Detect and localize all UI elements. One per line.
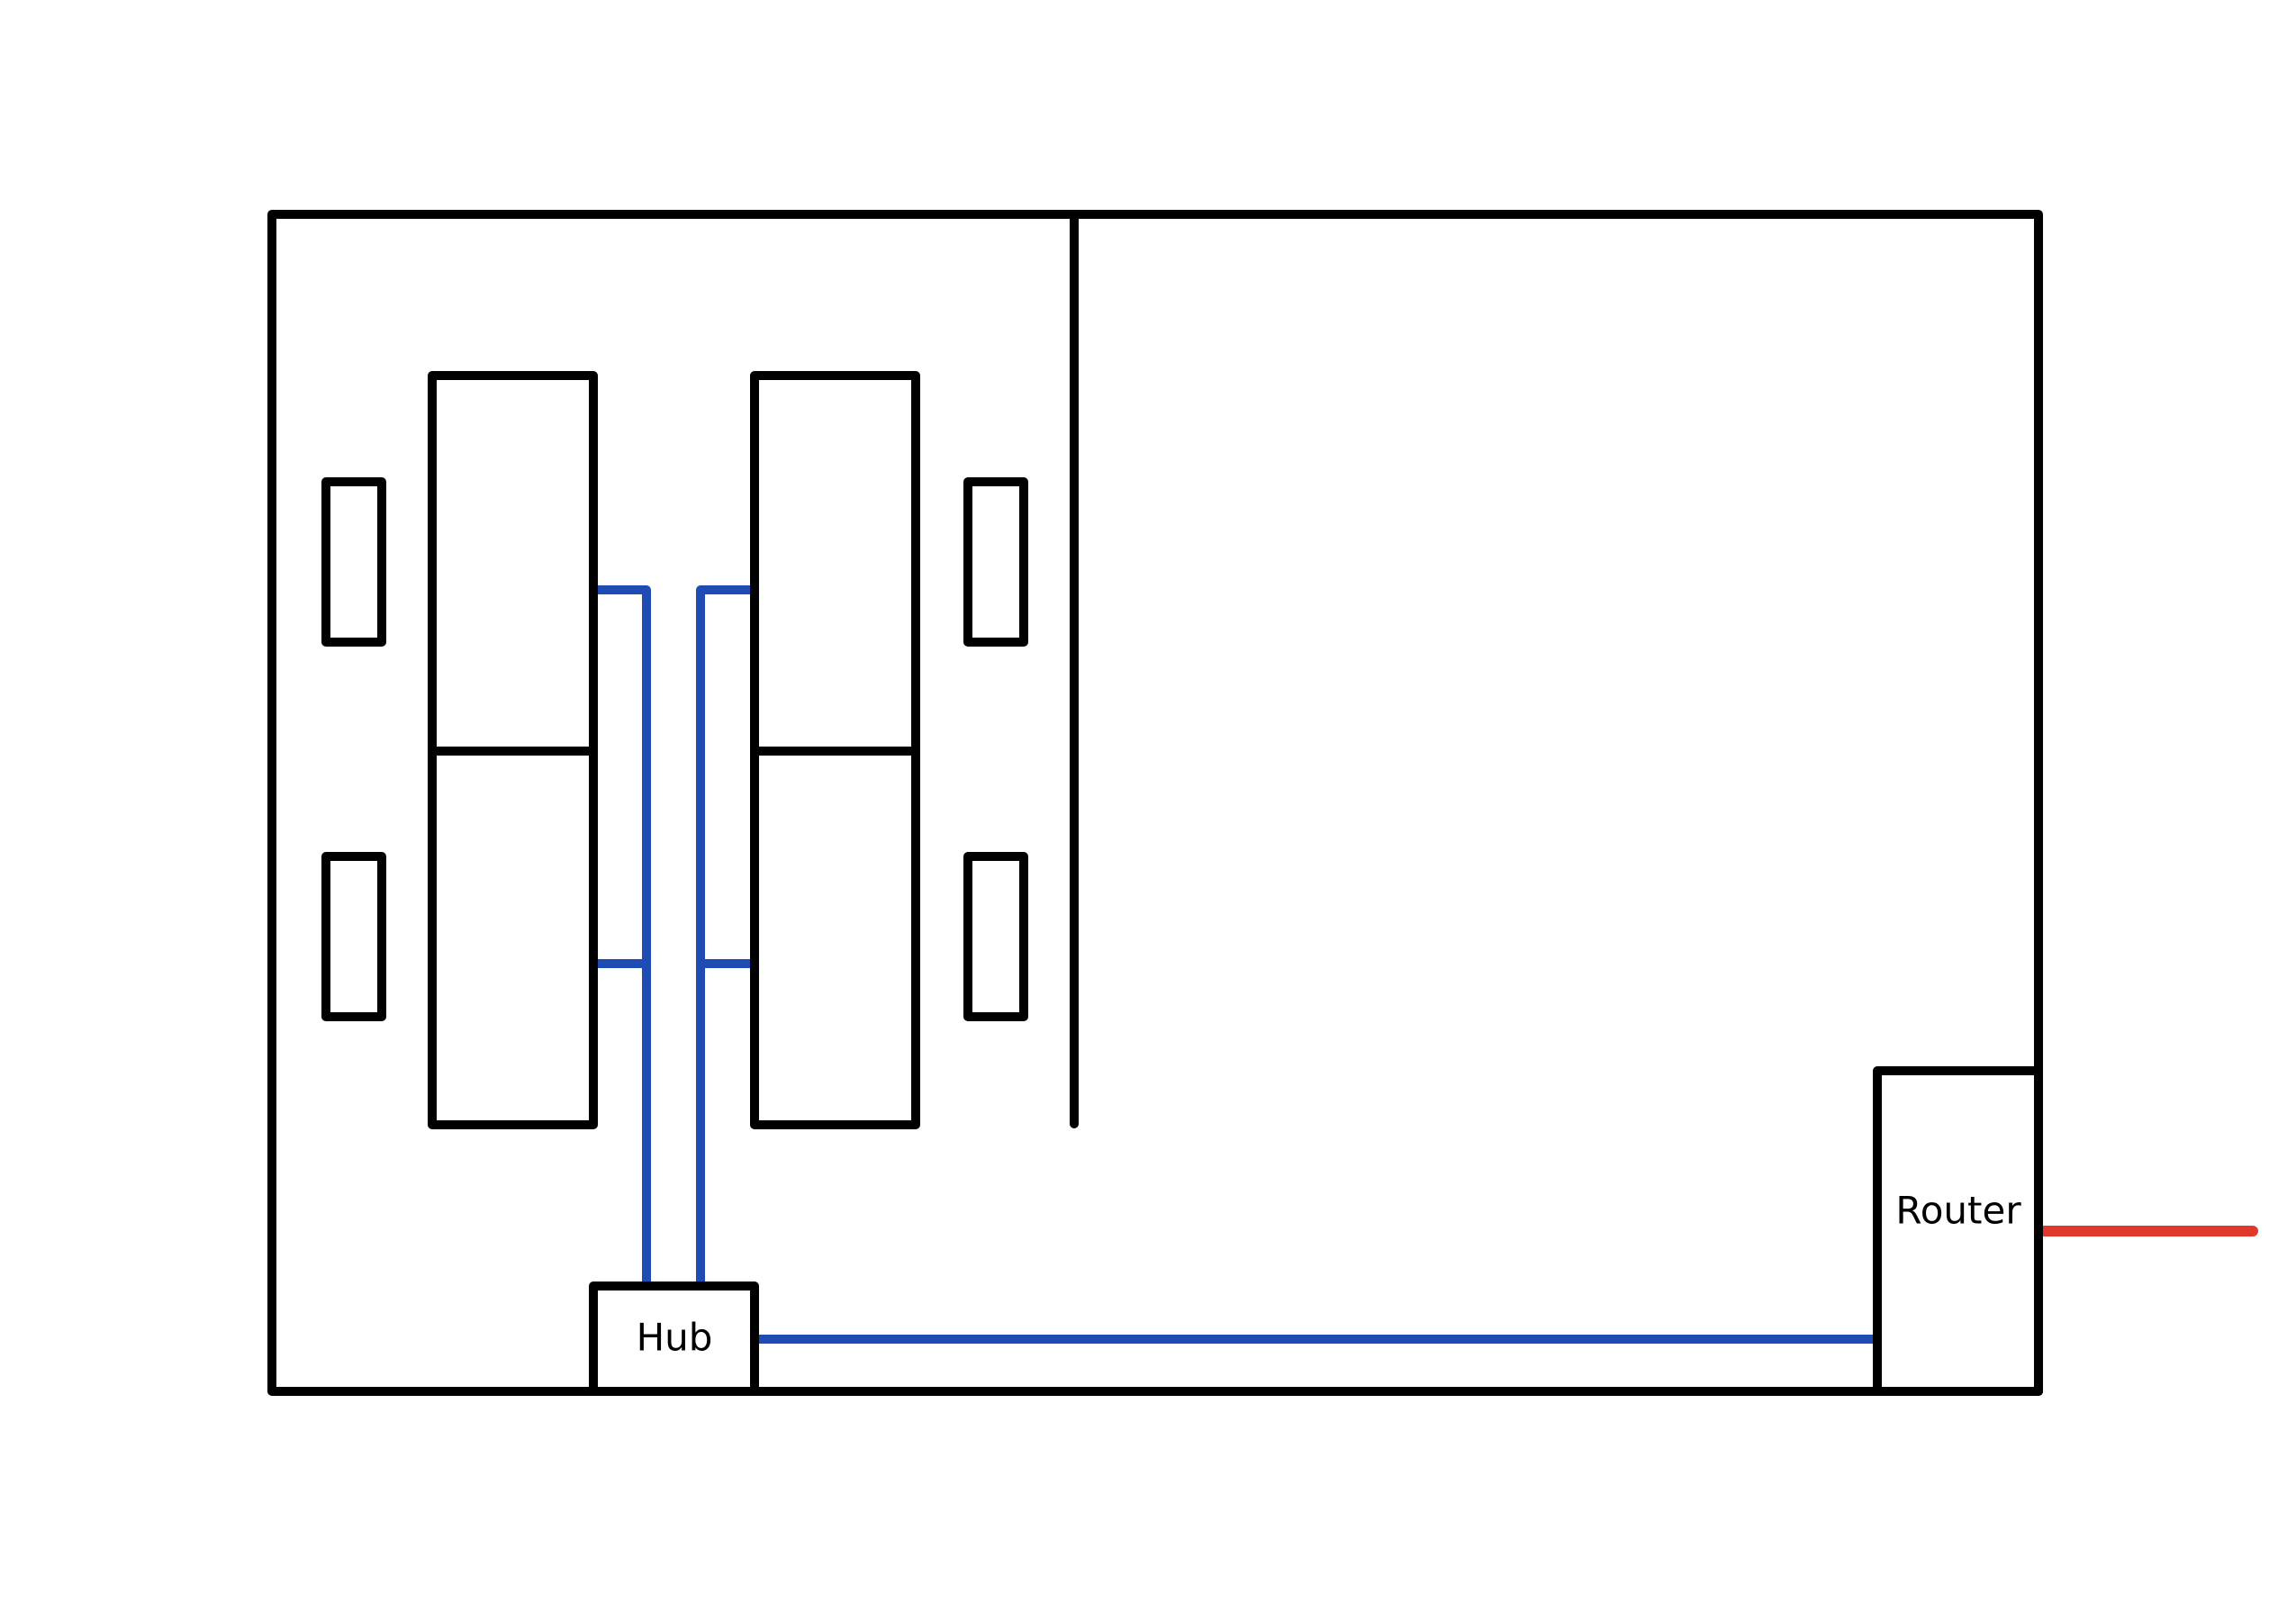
router-box xyxy=(1873,1066,2043,1396)
lan-cables xyxy=(589,585,1882,1344)
cable-right-desk-top xyxy=(696,585,759,1291)
router-label: Router xyxy=(1895,1189,2021,1233)
chair-right-top xyxy=(963,477,1028,647)
chair-left-bottom xyxy=(321,852,386,1021)
hub-box xyxy=(589,1281,759,1396)
chair-left-top xyxy=(321,477,386,647)
desk-left-top xyxy=(428,371,598,756)
desk-left-bottom xyxy=(428,747,598,1129)
hub-label: Hub xyxy=(637,1316,713,1360)
cable-left-desk-top xyxy=(589,585,651,1291)
desk-right-top xyxy=(750,371,920,756)
router-device: Router xyxy=(1873,1066,2043,1396)
desk-cluster-left xyxy=(321,371,598,1129)
hub-device: Hub xyxy=(589,1281,759,1396)
desk-right-bottom xyxy=(750,747,920,1129)
chair-right-bottom xyxy=(963,852,1028,1021)
desk-cluster-right xyxy=(750,371,1028,1129)
